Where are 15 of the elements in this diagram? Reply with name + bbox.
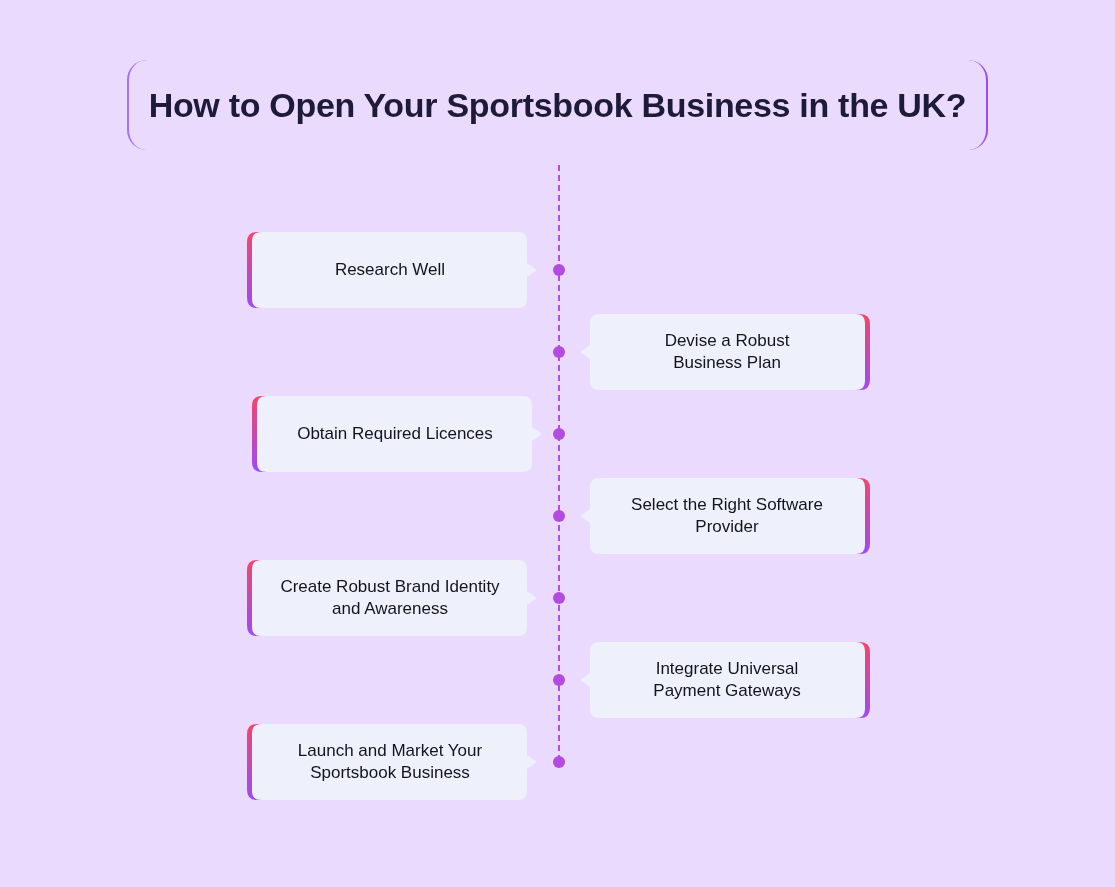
step-label: Obtain Required Licences xyxy=(297,423,493,445)
step-label: Create Robust Brand Identity and Awareness xyxy=(279,576,501,620)
step-label: Devise a Robust Business Plan xyxy=(663,330,791,374)
callout-box xyxy=(247,724,537,800)
title-heading: How to Open Your Sportsbook Business in the UK? xyxy=(127,60,988,150)
callout-box xyxy=(580,314,870,390)
step-label: Research Well xyxy=(334,259,446,281)
step-label: Integrate Universal Payment Gateways xyxy=(652,658,802,702)
callout-box xyxy=(247,232,537,308)
step-label: Select the Right Software Provider xyxy=(630,494,824,538)
callout-box xyxy=(580,478,870,554)
step-label: Launch and Market Your Sportsbook Business xyxy=(296,740,484,784)
callout-box xyxy=(252,396,542,472)
callout-box xyxy=(247,560,537,636)
callout-box xyxy=(580,642,870,718)
